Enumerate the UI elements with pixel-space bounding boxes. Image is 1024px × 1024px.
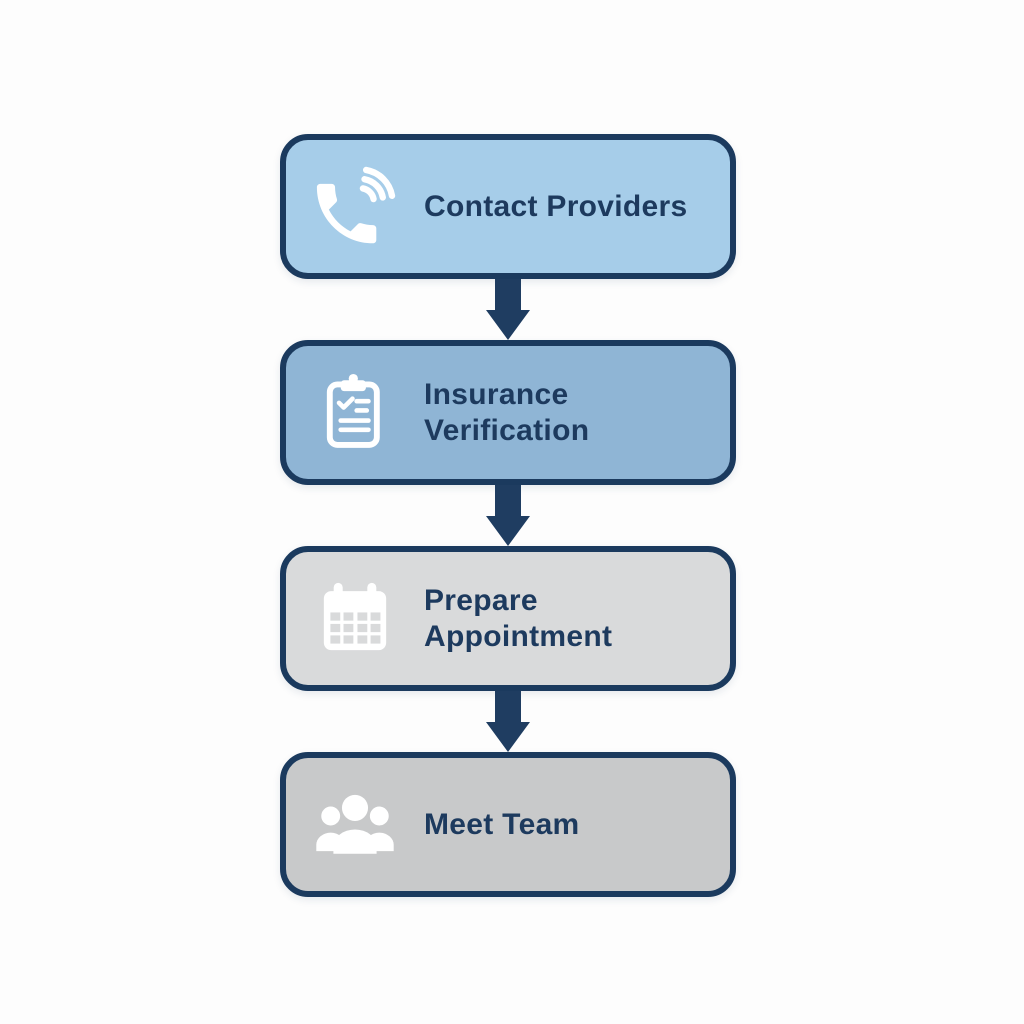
calendar-icon (310, 573, 400, 665)
flow-arrow-down (486, 485, 530, 546)
step-label: Insurance Verification (424, 378, 590, 447)
step-meet-team: Meet Team (280, 752, 736, 897)
team-icon (310, 779, 400, 871)
step-insurance-verification: Insurance Verification (280, 340, 736, 485)
step-label: Prepare Appointment (424, 584, 613, 653)
step-prepare-appointment: Prepare Appointment (280, 546, 736, 691)
phone-call-icon (310, 161, 400, 253)
step-contact-providers: Contact Providers (280, 134, 736, 279)
step-label: Meet Team (424, 807, 580, 841)
process-flow: Contact Providers (280, 134, 736, 897)
step-label: Contact Providers (424, 189, 688, 223)
clipboard-checklist-icon (310, 367, 400, 459)
flow-arrow-down (486, 279, 530, 340)
flow-arrow-down (486, 691, 530, 752)
